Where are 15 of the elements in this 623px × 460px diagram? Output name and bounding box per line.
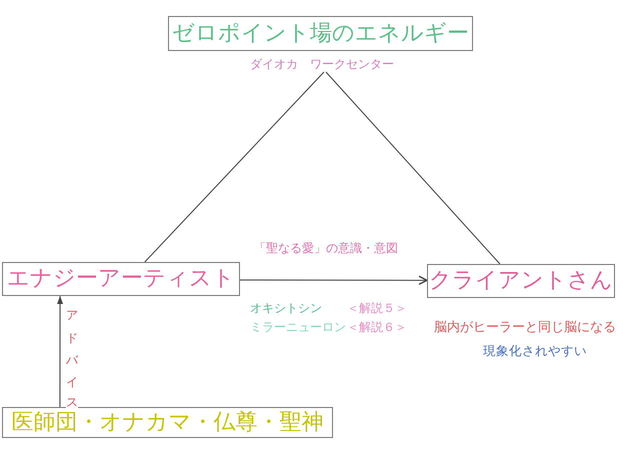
note-text: 脳内がヒーラーと同じ脳になる bbox=[434, 321, 616, 336]
arrow bbox=[240, 276, 428, 285]
concept-box: 医師団・オナカマ・仏尊・聖神 bbox=[2, 407, 333, 438]
title-box: ゼロポイント場のエネルギー bbox=[168, 16, 473, 51]
concept-box: クライアントさん bbox=[427, 264, 615, 298]
concept-box: エナジーアーティスト bbox=[2, 262, 240, 296]
connector-line bbox=[144, 72, 324, 262]
note-text: ＜解説６＞ bbox=[347, 321, 407, 335]
note-text: ＜解説５＞ bbox=[347, 302, 407, 316]
note-text: オキシトシン bbox=[250, 302, 322, 316]
connector-line bbox=[325, 72, 500, 264]
note-text: 現象化されやすい bbox=[483, 344, 587, 358]
subtitle-text: ダイオカ ワークセンター bbox=[246, 56, 398, 72]
arrow bbox=[57, 296, 64, 408]
note-text: ミラーニューロン bbox=[250, 321, 346, 335]
